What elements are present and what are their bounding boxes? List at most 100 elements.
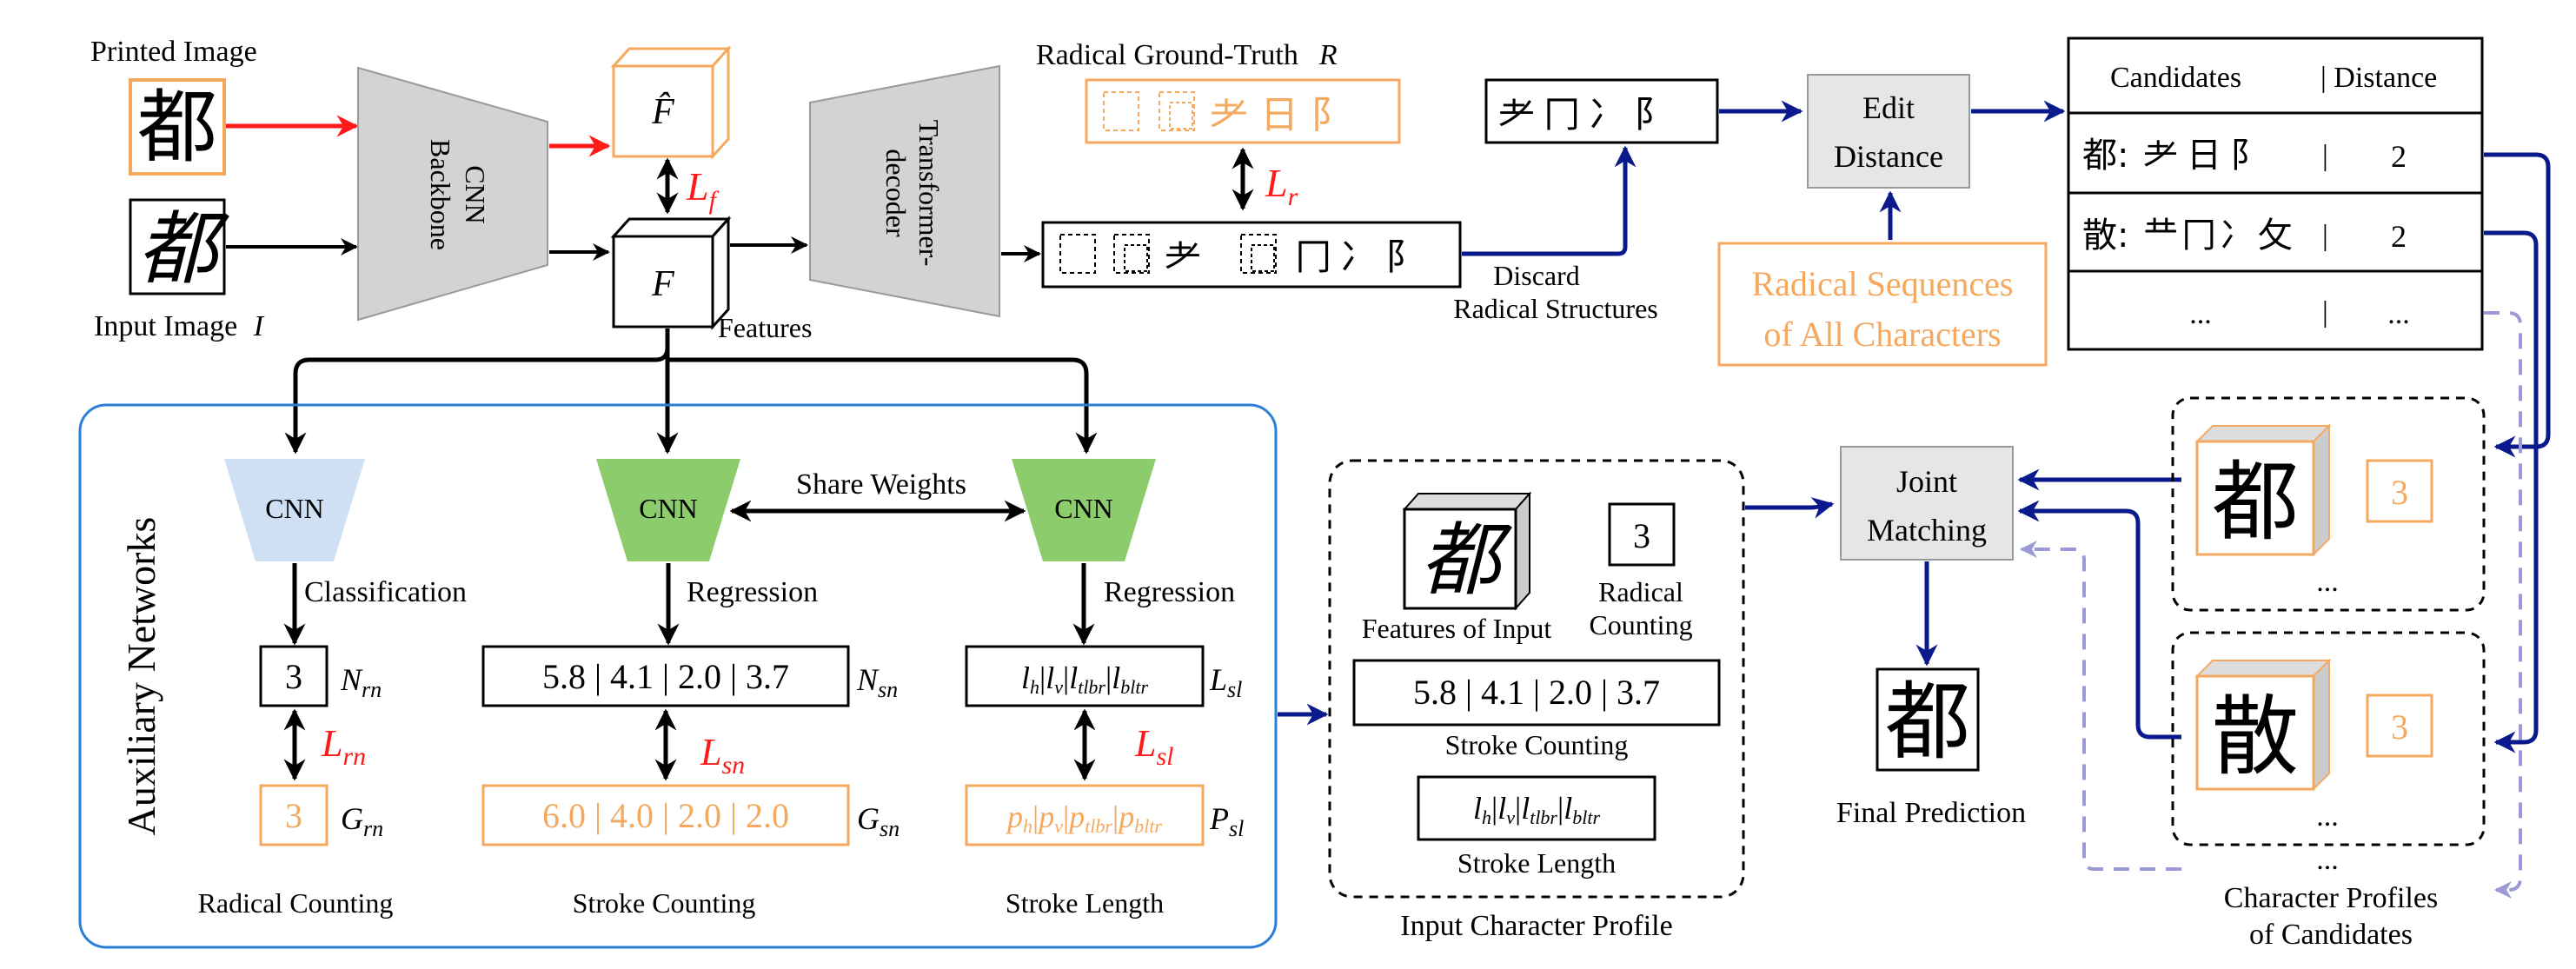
svg-text:3: 3	[285, 657, 302, 696]
svg-text:F̂: F̂	[651, 91, 674, 132]
regression-label-1: Regression	[687, 576, 818, 608]
svg-text:5.8 | 4.1 | 2.0 | 3.7: 5.8 | 4.1 | 2.0 | 3.7	[542, 657, 789, 696]
stroke-count-pred: 5.8 | 4.1 | 2.0 | 3.7	[481, 645, 850, 707]
cand-more-to-matching-arrow	[2020, 541, 2181, 871]
candidate-more-route	[2484, 311, 2522, 899]
features-label: Features	[718, 312, 812, 343]
svg-text:...: ...	[2387, 298, 2410, 330]
svg-text:CNN: CNN	[460, 165, 491, 224]
stroke-length-gt: ph|pv|ptlbr|pbltr	[965, 784, 1205, 846]
candidate-profile-2-cube: 散	[2194, 658, 2332, 792]
svg-text:都: 都	[137, 202, 229, 295]
svg-text:CNN: CNN	[265, 493, 324, 524]
final-prediction-char: 都	[1876, 667, 1980, 772]
radical-count-pred: 3	[259, 645, 329, 707]
input-profile-title: Input Character Profile	[1400, 910, 1672, 942]
N-sn: Nsn	[856, 662, 898, 702]
P-sl: Psl	[1209, 801, 1244, 841]
cnn-classification: CNN	[224, 459, 365, 561]
candidate-1-route	[2484, 152, 2551, 458]
discard-arrow	[1462, 145, 1637, 256]
svg-text:Backbone: Backbone	[425, 139, 456, 250]
feature-cube: F	[610, 216, 732, 330]
svg-text:6.0 | 4.0 | 2.0 | 2.0: 6.0 | 4.0 | 2.0 | 2.0	[542, 796, 789, 835]
svg-text:decoder: decoder	[880, 149, 912, 237]
svg-text:Edit: Edit	[1862, 90, 1915, 125]
printed-image-label: Printed Image	[90, 36, 257, 68]
loss-sl: Lsl	[1134, 722, 1174, 771]
candidate-profile-2-count: 3	[2366, 694, 2433, 758]
profile-radical-count: 3	[1608, 502, 1676, 567]
svg-text:...: ...	[2189, 298, 2212, 330]
radical-gt-box: ⺹日阝	[1085, 78, 1401, 144]
candidate-row-1-char: 都:	[2082, 136, 2128, 176]
svg-text:CNN: CNN	[639, 493, 698, 524]
svg-text:3: 3	[2391, 473, 2408, 512]
stroke-count-gt: 6.0 | 4.0 | 2.0 | 2.0	[481, 784, 850, 846]
L-sl: Lsl	[1209, 662, 1242, 702]
svg-text:lh|lv|ltlbr|lbltr: lh|lv|ltlbr|lbltr	[1473, 791, 1601, 828]
candidate-profiles-more: ...	[2316, 844, 2339, 876]
auxiliary-networks-panel	[78, 403, 1278, 949]
svg-text:3: 3	[2391, 707, 2408, 747]
svg-text:5.8 | 4.1 | 2.0 | 3.7: 5.8 | 4.1 | 2.0 | 3.7	[1413, 673, 1660, 712]
svg-text:|: |	[2322, 296, 2328, 329]
svg-text:of All Characters: of All Characters	[1763, 315, 2001, 354]
svg-text:2: 2	[2391, 139, 2407, 174]
svg-text:⺹冂冫阝: ⺹冂冫阝	[1498, 93, 1679, 136]
edit-distance-box: Edit Distance	[1807, 74, 1970, 189]
svg-text:都: 都	[137, 81, 217, 174]
candidate-profile-1-count: 3	[2366, 459, 2433, 523]
svg-text:Transformer-: Transformer-	[913, 120, 945, 267]
svg-text:lh|lv|ltlbr|lbltr: lh|lv|ltlbr|lbltr	[1021, 660, 1149, 698]
candidate-row-2-char: 散:	[2082, 216, 2128, 256]
transformer-decoder: Transformer- decoder	[809, 64, 1000, 318]
N-rn: Nrn	[340, 662, 382, 702]
candidate-profile-1	[2171, 396, 2486, 612]
candidate-row-1-radicals: ⺹日阝	[2143, 136, 2274, 176]
candidate-profile-1-more: ...	[2316, 566, 2339, 598]
joint-matching-box: Joint Matching	[1840, 446, 2014, 561]
distance-header: | Distance	[2320, 62, 2437, 94]
input-image-label: Input Image I	[94, 310, 265, 342]
predicted-radical-box: ⺹ 冂冫阝	[1041, 221, 1462, 289]
profile-stroke-counting-label: Stroke Counting	[1445, 729, 1629, 760]
svg-text:都: 都	[2212, 451, 2299, 553]
aux-title: Auxiliary Networks	[119, 517, 163, 836]
svg-text:|: |	[2322, 140, 2328, 172]
feature-hat-cube: F̂	[610, 45, 732, 160]
classification-label: Classification	[304, 576, 467, 608]
candidates-table: Candidates | Distance 都: ⺹日阝 | 2 散: 龷冂冫攵…	[2067, 37, 2484, 351]
stroke-counting-caption: Stroke Counting	[573, 887, 756, 919]
stroke-length-pred: lh|lv|ltlbr|lbltr	[965, 645, 1205, 707]
svg-text:Joint: Joint	[1896, 464, 1957, 499]
svg-text:Distance: Distance	[1834, 139, 1943, 174]
svg-text:⺹日阝: ⺹日阝	[1210, 93, 1361, 137]
svg-text:散: 散	[2212, 686, 2299, 787]
svg-text:2: 2	[2391, 219, 2407, 254]
profile-to-matching-arrow	[1745, 497, 1835, 519]
svg-text:都: 都	[1885, 673, 1970, 772]
cnn-backbone: CNN Backbone	[357, 66, 548, 322]
candidates-header: Candidates	[2110, 62, 2241, 94]
svg-text:|: |	[2322, 220, 2328, 252]
loss-r: Lr	[1265, 161, 1298, 211]
svg-text:3: 3	[1633, 516, 1650, 555]
svg-text:CNN: CNN	[1054, 493, 1113, 524]
input-features-cube: 都	[1402, 491, 1532, 611]
profile-stroke-length: lh|lv|ltlbr|lbltr	[1417, 775, 1656, 841]
f-to-aux-branches	[284, 329, 670, 455]
candidate-row-2-radicals: 龷冂冫攵	[2143, 216, 2296, 256]
stroke-length-caption: Stroke Length	[1006, 887, 1164, 919]
G-sn: Gsn	[857, 801, 900, 841]
svg-text:冂冫阝: 冂冫阝	[1295, 236, 1431, 278]
svg-text:F: F	[651, 264, 674, 304]
radical-counting-caption: Radical Counting	[198, 887, 394, 919]
candidate-2-route	[2484, 230, 2539, 753]
loss-rn: Lrn	[321, 722, 366, 771]
svg-text:都: 都	[1420, 514, 1512, 607]
